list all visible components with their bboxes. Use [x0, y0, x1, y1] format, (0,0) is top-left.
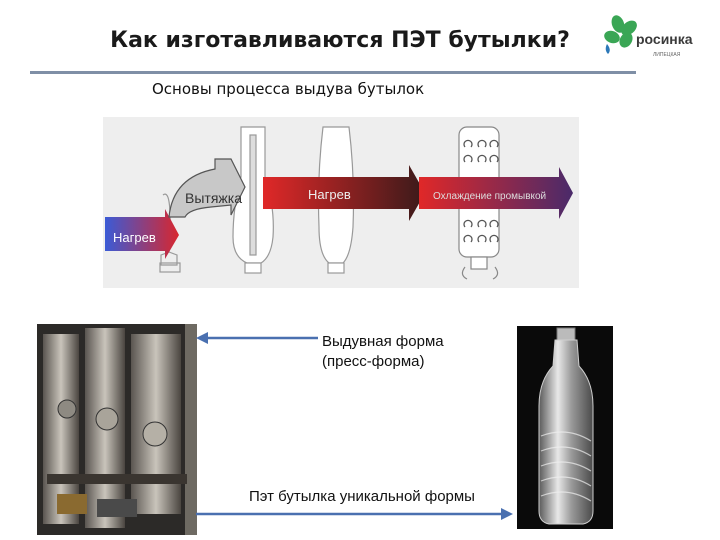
- pet-bottle-photo: [517, 326, 613, 529]
- blow-mold-machine-photo: [37, 324, 197, 535]
- stage-cooling-label: Охлаждение промывкой: [433, 191, 546, 202]
- rosinka-logo: росинка ЛИПЕЦКАЯ: [598, 12, 708, 60]
- diagram-subtitle: Основы процесса выдува бутылок: [152, 80, 424, 98]
- blow-process-diagram: Нагрев Вытяжка Нагрев Охлаждение промывк…: [103, 117, 579, 288]
- logo-brand-text: росинка: [636, 31, 693, 47]
- logo-tagline-text: ЛИПЕЦКАЯ: [653, 52, 681, 58]
- stage-heat-label: Нагрев: [113, 230, 156, 245]
- stage-stretch-label: Вытяжка: [185, 190, 242, 206]
- title-underline: [30, 71, 636, 74]
- clover-icon: [602, 13, 639, 54]
- bottle-label: Пэт бутылка уникальной формы: [249, 487, 475, 506]
- page-title: Как изготавливаются ПЭТ бутылки?: [0, 28, 680, 53]
- mold-label: Выдувная форма: [322, 332, 444, 351]
- stage-heat2-label: Нагрев: [308, 187, 351, 202]
- arrow-to-bottle: [196, 508, 513, 520]
- arrow-to-mold: [196, 332, 318, 344]
- mold-label-sub: (пресс-форма): [322, 352, 424, 371]
